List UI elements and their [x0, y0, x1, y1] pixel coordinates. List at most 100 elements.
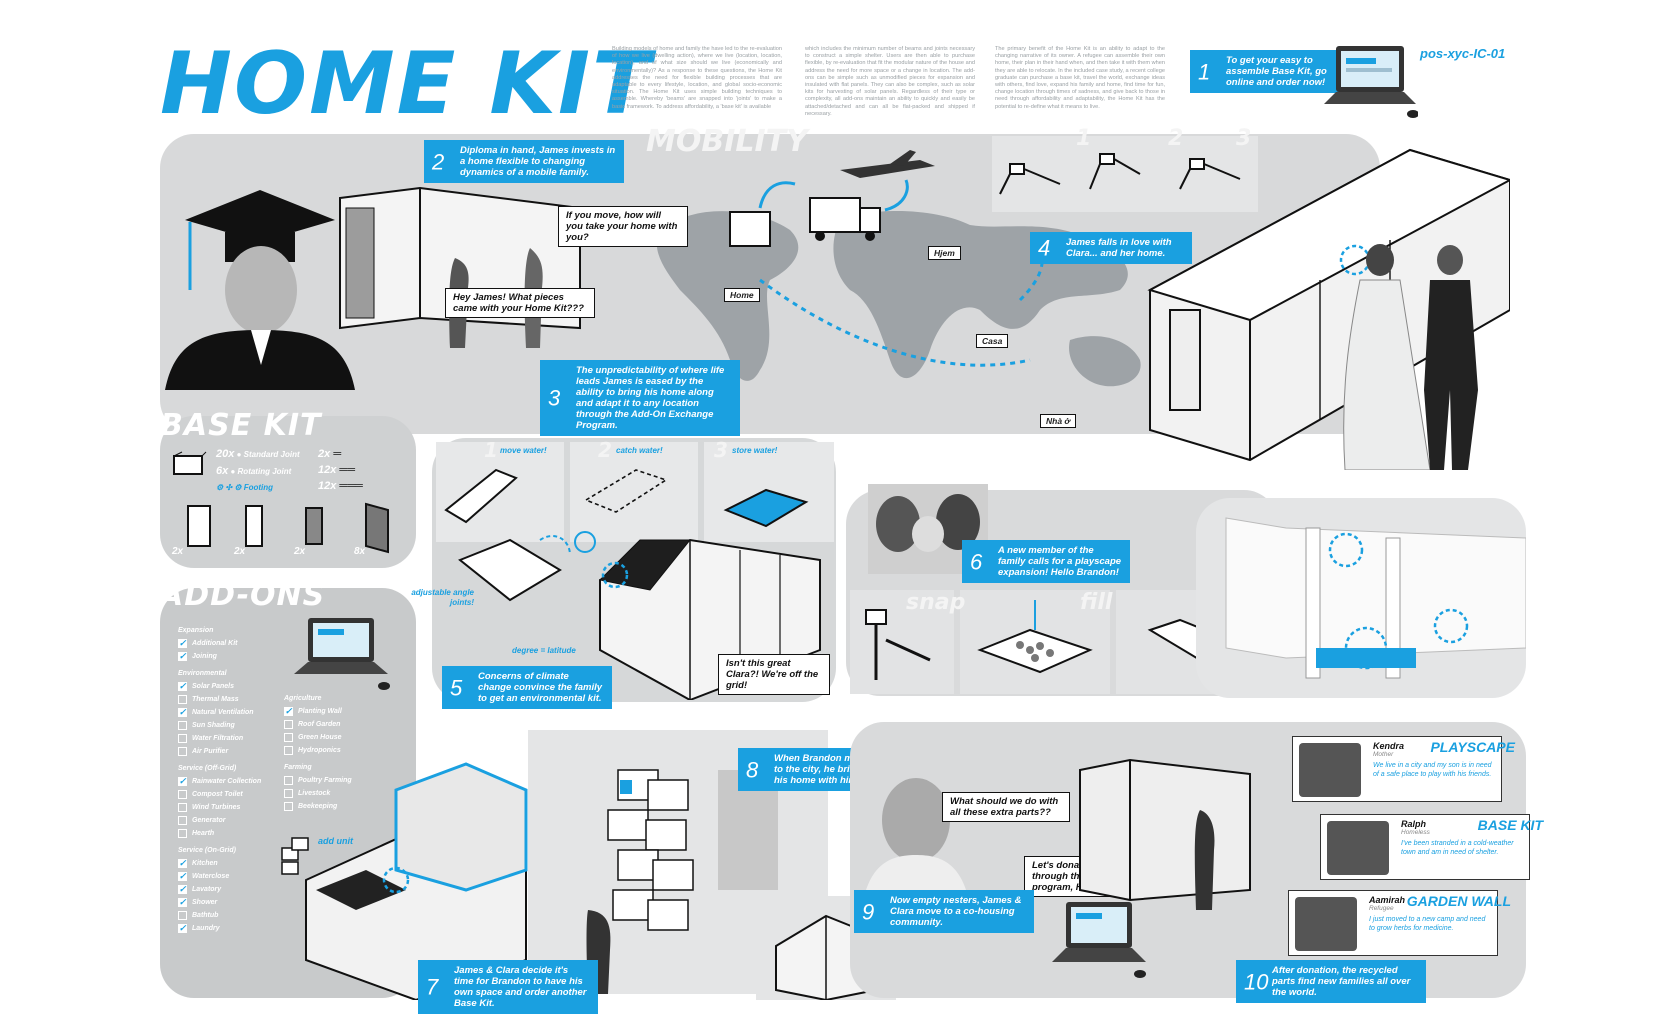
add-on-option[interactable]: Compost Toilet	[178, 788, 288, 801]
checkbox-empty-icon[interactable]	[284, 802, 293, 811]
add-on-option[interactable]: Beekeeping	[284, 800, 404, 813]
add-on-option[interactable]: Poultry Farming	[284, 774, 404, 787]
add-on-option[interactable]: ✓ Kitchen	[178, 857, 288, 870]
solar-adjustable-label: adjustable angle joints!	[411, 588, 474, 607]
checkbox-empty-icon[interactable]	[284, 720, 293, 729]
base-kit-list: 20x ● Standard Joint 6x ● Rotating Joint…	[216, 448, 300, 492]
add-on-option[interactable]: Wind Turbines	[178, 801, 288, 814]
checkbox-checked-icon[interactable]: ✓	[178, 884, 187, 894]
water-step-3: 3	[714, 438, 728, 462]
add-on-option[interactable]: ✓Additional Kit	[178, 637, 288, 650]
add-on-option[interactable]: Hearth	[178, 827, 288, 840]
add-on-option-label: Hearth	[192, 830, 215, 837]
section-mobility: MOBILITY	[646, 124, 808, 159]
add-on-option[interactable]: Air Purifier	[178, 745, 288, 758]
section-base-kit: BASE KIT	[160, 408, 322, 443]
card-tag: PLAYSCAPE	[1430, 739, 1515, 755]
checkbox-empty-icon[interactable]	[178, 816, 187, 825]
add-ons-laptop-icon	[294, 618, 390, 690]
checkbox-checked-icon[interactable]: ✓	[178, 638, 187, 648]
intro-column-1: Building models of home and family the h…	[612, 46, 782, 110]
checkbox-empty-icon[interactable]	[284, 789, 293, 798]
add-on-option-label: Sun Shading	[192, 722, 235, 729]
base-kit-box-icon	[173, 451, 207, 475]
add-on-group-title: Service (On-Grid)	[178, 847, 236, 854]
add-on-option[interactable]: ✓ Solar Panels	[178, 680, 288, 693]
add-on-option-label: Kitchen	[192, 860, 218, 867]
checkbox-empty-icon[interactable]	[178, 747, 187, 756]
base-kit-panels-icon	[187, 502, 389, 554]
add-on-option[interactable]: Livestock	[284, 787, 404, 800]
expanded-module-illustration	[305, 762, 528, 1000]
add-on-option-label: Lavatory	[192, 886, 222, 893]
checkbox-checked-icon[interactable]: ✓	[284, 706, 293, 716]
water-label-move: move water!	[500, 446, 547, 455]
add-on-option[interactable]: Green House	[284, 731, 404, 744]
playscape-render	[1225, 517, 1526, 679]
laptop-icon	[1324, 46, 1418, 118]
checkbox-empty-icon[interactable]	[178, 803, 187, 812]
add-on-option[interactable]: ✓ Joining	[178, 650, 288, 663]
checkbox-empty-icon[interactable]	[284, 776, 293, 785]
checkbox-checked-icon[interactable]: ✓	[178, 681, 187, 691]
add-on-option[interactable]: Hydroponics	[284, 744, 404, 757]
card-tag: GARDEN WALL	[1406, 893, 1511, 909]
add-on-option[interactable]: Generator	[178, 814, 288, 827]
checkbox-empty-icon[interactable]	[178, 829, 187, 838]
add-on-option-label: Water Filtration	[192, 735, 244, 742]
checkbox-checked-icon[interactable]: ✓	[178, 776, 187, 786]
elderly-woman-photo	[866, 778, 966, 890]
add-on-option[interactable]: ✓ Lavatory	[178, 883, 288, 896]
add-on-group-title: Environmental	[178, 670, 227, 677]
add-on-option[interactable]: Sun Shading	[178, 719, 288, 732]
checkbox-empty-icon[interactable]	[178, 721, 187, 730]
water-label-store: store water!	[732, 446, 778, 455]
recipient-card-kendra: Kendra Mother We live in a city and my s…	[1292, 736, 1515, 802]
checkbox-checked-icon[interactable]: ✓	[178, 858, 187, 868]
add-on-option[interactable]: Roof Garden	[284, 718, 404, 731]
add-on-option-label: Hydroponics	[298, 747, 341, 754]
add-on-option[interactable]: ✓Natural Ventilation	[178, 706, 288, 719]
add-on-option-label: Thermal Mass	[192, 696, 239, 703]
add-on-option-label: Laundry	[192, 925, 220, 932]
checkbox-checked-icon[interactable]: ✓	[178, 871, 187, 881]
checkbox-empty-icon[interactable]	[284, 746, 293, 755]
add-on-option[interactable]: ✓Shower	[178, 896, 288, 909]
checkbox-checked-icon[interactable]: ✓	[178, 651, 187, 661]
graduate-figure	[165, 190, 355, 390]
checkbox-checked-icon[interactable]: ✓	[178, 897, 187, 907]
add-on-option-label: Livestock	[298, 790, 331, 797]
poster-title: HOME KIT	[160, 34, 653, 134]
add-on-group-title: Farming	[284, 764, 312, 771]
add-on-option[interactable]: ✓Planting Wall	[284, 705, 404, 718]
checkbox-empty-icon[interactable]	[284, 733, 293, 742]
base-kit-beams: 2x ═ 12x ══ 12x ═══	[318, 448, 363, 492]
add-on-option-label: Compost Toilet	[192, 791, 243, 798]
add-unit-icon	[281, 837, 309, 875]
add-on-option[interactable]: Water Filtration	[178, 732, 288, 745]
checkbox-empty-icon[interactable]	[178, 911, 187, 920]
long-module-illustration	[1147, 148, 1510, 462]
intro-column-2: which includes the minimum number of bea…	[805, 46, 975, 117]
assembly-step-2: 2	[1168, 126, 1184, 151]
checkbox-empty-icon[interactable]	[178, 734, 187, 743]
checkbox-checked-icon[interactable]: ✓	[178, 923, 187, 933]
add-on-option-label: Joining	[192, 653, 217, 660]
recipient-card-ralph: Ralph Homeless I've been stranded in a c…	[1320, 814, 1543, 880]
add-on-option[interactable]: Bathtub	[178, 909, 288, 922]
checkbox-empty-icon[interactable]	[178, 790, 187, 799]
add-on-option[interactable]: ✓ Rainwater Collection	[178, 775, 288, 788]
add-on-option[interactable]: Thermal Mass	[178, 693, 288, 706]
add-on-option-label: Solar Panels	[192, 683, 235, 690]
checkbox-empty-icon[interactable]	[178, 695, 187, 704]
add-on-option-label: Rainwater Collection	[192, 778, 262, 785]
add-on-option[interactable]: ✓ Laundry	[178, 922, 288, 935]
checkbox-checked-icon[interactable]: ✓	[178, 707, 187, 717]
add-on-option[interactable]: ✓Waterclose	[178, 870, 288, 883]
avatar	[1295, 897, 1357, 951]
